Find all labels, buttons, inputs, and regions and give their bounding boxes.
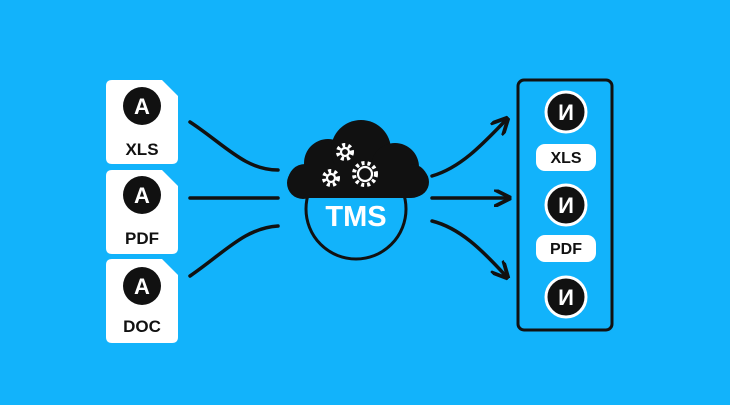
source-format-label: PDF — [125, 229, 159, 248]
input-connector-top — [188, 120, 280, 172]
output-format-pill — [536, 144, 596, 171]
output-format-pill — [536, 235, 596, 262]
hub-label: TMS — [325, 201, 386, 233]
source-glyph: A — [134, 183, 150, 208]
output-glyph: И — [558, 285, 574, 310]
output-glyph: И — [558, 100, 574, 125]
source-format-label: DOC — [123, 317, 161, 336]
source-document-doc: A DOC — [106, 259, 178, 343]
output-arrow-bottom — [430, 219, 505, 275]
cloud-gears-icon — [287, 120, 429, 199]
output-arrow-top — [430, 121, 505, 178]
source-glyph-badge — [123, 176, 161, 214]
output-glyph-badge — [544, 183, 588, 227]
input-connector-bottom — [188, 224, 280, 278]
output-panel: И XLS И PDF И — [516, 78, 614, 332]
output-glyph-badge — [544, 275, 588, 319]
output-format-label: XLS — [550, 150, 581, 167]
source-format-label: XLS — [125, 140, 158, 159]
source-document-xls: A XLS — [106, 80, 178, 164]
source-glyph: A — [134, 274, 150, 299]
source-document-pdf: A PDF — [106, 170, 178, 254]
source-glyph-badge — [123, 87, 161, 125]
source-glyph: A — [134, 94, 150, 119]
output-format-label: PDF — [550, 241, 582, 258]
output-glyph: И — [558, 193, 574, 218]
output-glyph-badge — [544, 90, 588, 134]
source-glyph-badge — [123, 267, 161, 305]
tms-hub: TMS — [287, 120, 429, 261]
